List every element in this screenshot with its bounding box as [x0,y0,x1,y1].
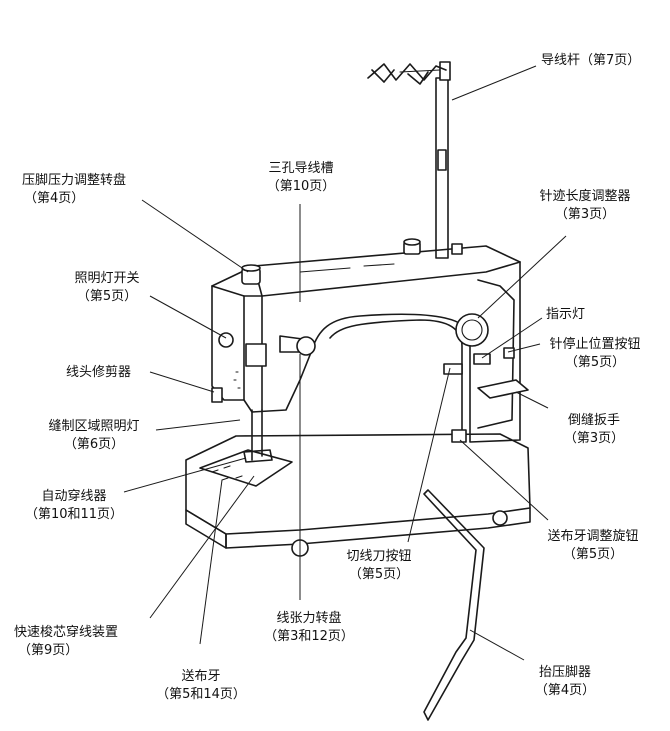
label-needle-stop-button: 针停止位置按钮 （第5页） [549,337,641,370]
thread-guide-rod-drawing [367,61,451,259]
label-feed-dog-dial: 送布牙调整旋钮 （第5页） [547,529,639,562]
label-indicator-light: 指示灯 [546,307,586,322]
knee-lifter-drawing [423,489,485,721]
label-auto-threader: 自动穿线器 （第10和11页） [24,489,124,522]
needle-area-drawing [211,332,316,463]
label-presser-pressure-dial: 压脚压力调整转盘 （第4页） [22,173,127,206]
leader-lines [123,65,567,661]
label-thread-cut-button: 切线刀按钮 （第5页） [346,549,412,582]
label-stitch-length-dial: 针迹长度调整器 （第3页） [539,189,631,222]
label-bobbin-winder: 快速梭芯穿线装置 （第9页） [14,625,119,658]
machine-base-drawing [185,433,531,557]
front-panel-drawing [443,313,529,443]
label-thread-guide-rod: 导线杆（第7页） [541,53,641,68]
label-feed-dog: 送布牙 （第5和14页） [156,669,246,702]
label-tension-dial: 线张力转盘 （第3和12页） [264,611,354,644]
label-knee-lifter: 抬压脚器 （第4页） [534,665,596,698]
label-thread-cutter: 线头修剪器 [66,365,132,380]
label-light-switch: 照明灯开关 （第5页） [74,271,140,304]
top-controls-drawing [241,238,463,285]
label-sewing-area-light: 缝制区域照明灯 （第6页） [48,419,140,452]
label-three-hole-thread-guide: 三孔导线槽 （第10页） [266,161,336,194]
label-reverse-lever: 倒缝扳手 （第3页） [563,413,625,446]
